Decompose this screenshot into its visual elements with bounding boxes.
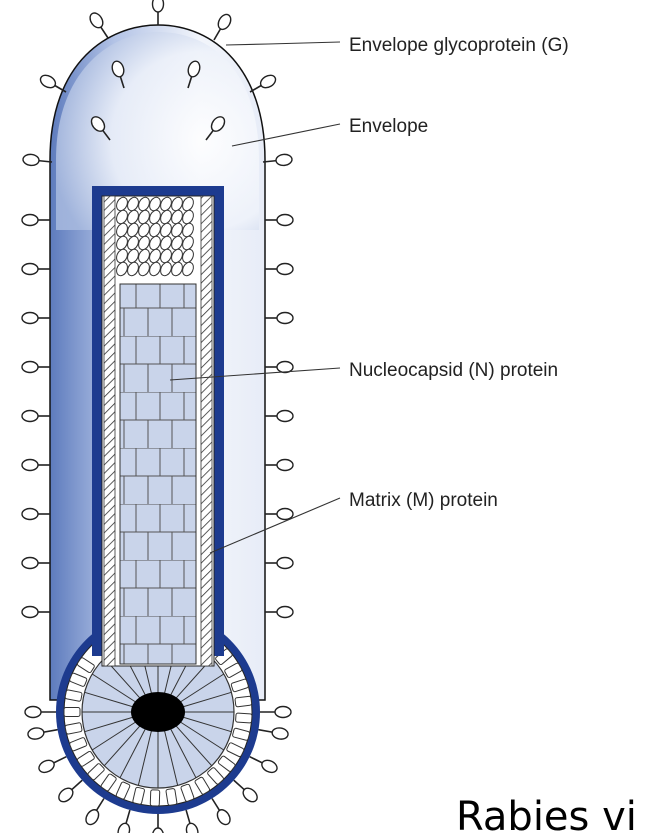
glycoprotein-spike: [250, 73, 278, 92]
matrix-segment: [64, 708, 80, 717]
glycoprotein-spike: [265, 264, 293, 275]
glycoprotein-spike: [259, 707, 291, 718]
glycoprotein-spike: [22, 411, 50, 422]
glycoprotein-spike: [116, 810, 131, 833]
label-glycoprotein: Envelope glycoprotein (G): [349, 35, 569, 56]
glycoprotein-spike: [265, 460, 293, 471]
glycoprotein-spike: [56, 780, 82, 804]
matrix-segment: [235, 713, 252, 723]
glycoprotein-spike: [265, 411, 293, 422]
glycoprotein-spike: [265, 558, 293, 569]
label-nucleocapsid: Nucleocapsid (N) protein: [349, 360, 558, 381]
glycoprotein-spike: [212, 799, 233, 827]
label-matrix: Matrix (M) protein: [349, 490, 498, 511]
glycoprotein-spike: [153, 814, 164, 833]
glycoprotein-spike: [22, 558, 50, 569]
glycoprotein-spike: [22, 154, 52, 167]
virion-stem: [92, 186, 224, 666]
glycoprotein-spike: [263, 154, 293, 167]
glycoprotein-spike: [265, 607, 293, 618]
glycoprotein-spike: [22, 313, 50, 324]
glycoprotein-spike: [214, 12, 233, 40]
caption: Rabies vi: [456, 794, 637, 833]
glycoprotein-spike: [265, 313, 293, 324]
glycoprotein-spike: [37, 757, 66, 775]
glycoprotein-spike: [153, 0, 164, 25]
glycoprotein-spike: [265, 509, 293, 520]
glycoprotein-spike: [38, 73, 66, 92]
matrix-segment: [235, 696, 252, 707]
glycoprotein-spike: [83, 799, 104, 827]
core: [131, 692, 185, 732]
glycoprotein-spike: [87, 11, 108, 38]
glycoprotein-spike: [250, 757, 279, 775]
glycoprotein-spike: [22, 215, 50, 226]
glycoprotein-spike: [22, 607, 50, 618]
matrix-segment: [150, 790, 160, 806]
matrix-segment: [166, 788, 177, 805]
glycoprotein-spike: [258, 727, 288, 741]
leader-glycoprotein: [226, 42, 340, 45]
glycoprotein-spike: [25, 707, 57, 718]
glycoprotein-spike: [22, 460, 50, 471]
glycoprotein-spike: [22, 264, 50, 275]
label-envelope: Envelope: [349, 116, 428, 137]
glycoprotein-spike: [265, 215, 293, 226]
glycoprotein-spike: [234, 780, 260, 804]
glycoprotein-spike: [265, 362, 293, 373]
glycoprotein-spike: [27, 727, 57, 741]
glycoprotein-spike: [22, 362, 50, 373]
glycoprotein-spike: [185, 810, 200, 833]
glycoprotein-spike: [22, 509, 50, 520]
